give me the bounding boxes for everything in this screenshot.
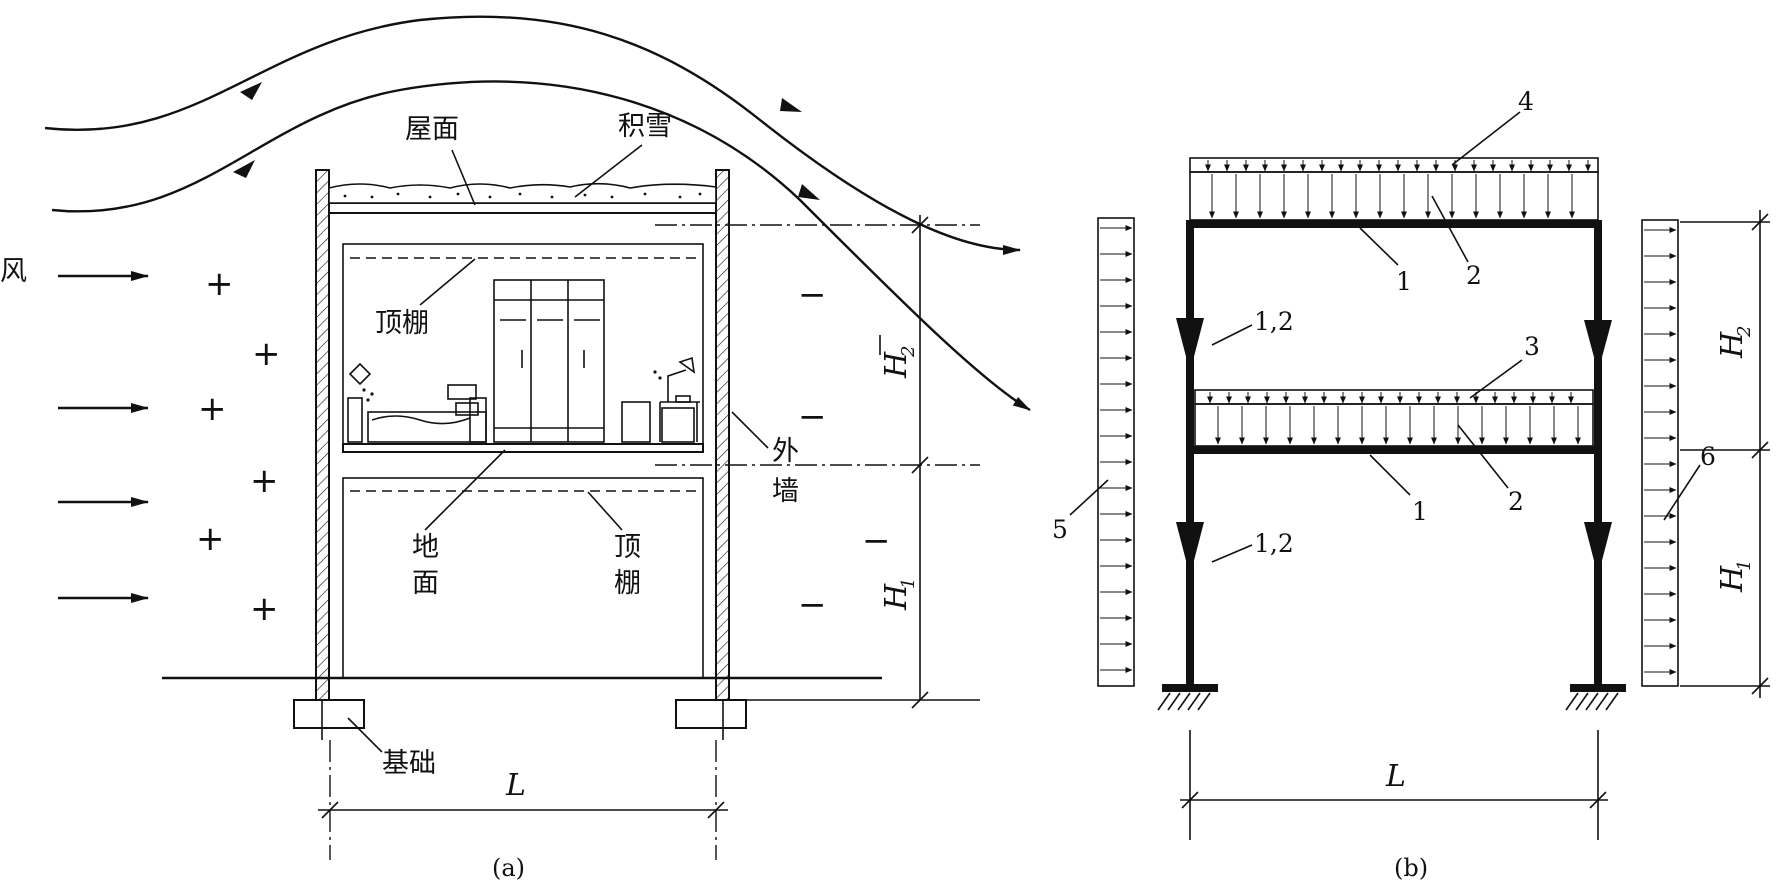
outer-wall-right bbox=[715, 169, 730, 701]
column-load-arrow bbox=[1176, 522, 1204, 576]
roof-label: 屋面 bbox=[405, 114, 459, 145]
roof-slab bbox=[328, 202, 717, 214]
lower-ceiling-label: 顶 棚 bbox=[614, 532, 641, 599]
pressure-plus: + bbox=[252, 334, 281, 374]
svg-text:H: H bbox=[879, 583, 914, 611]
callout-6: 6 bbox=[1700, 442, 1716, 471]
height-h2-label-b: H 2 bbox=[1715, 326, 1755, 359]
wind-streamline-upper bbox=[44, 15, 1021, 255]
desk bbox=[621, 356, 700, 443]
callout-2-mid: 2 bbox=[1508, 487, 1524, 516]
wind-load-arrows-left bbox=[1100, 225, 1133, 673]
callout-1-top: 1 bbox=[1396, 267, 1412, 296]
callout-5: 5 bbox=[1052, 515, 1068, 544]
svg-text:1: 1 bbox=[1734, 560, 1755, 571]
foundation-left bbox=[293, 699, 365, 729]
wind-load-arrows-right bbox=[1644, 227, 1677, 675]
foundation-label: 基础 bbox=[382, 748, 436, 779]
floor-slab bbox=[342, 443, 704, 453]
svg-text:2: 2 bbox=[1734, 326, 1755, 338]
roof-load-block-4 bbox=[1189, 157, 1599, 173]
foundation-right bbox=[675, 699, 747, 729]
wardrobe bbox=[493, 279, 605, 443]
floor-load-arrows-2 bbox=[1215, 406, 1581, 445]
callout-12-lower: 1,2 bbox=[1254, 529, 1294, 558]
pressure-minus: − bbox=[798, 275, 827, 315]
roof-load-block-2 bbox=[1189, 171, 1599, 221]
snow-dots bbox=[343, 192, 702, 199]
svg-text:H: H bbox=[879, 351, 914, 379]
svg-text:H: H bbox=[1715, 331, 1750, 359]
upper-room bbox=[342, 243, 704, 445]
roof-load-arrows-2 bbox=[1209, 174, 1575, 219]
svg-text:地: 地 bbox=[412, 532, 439, 563]
wind-curve-arrow bbox=[240, 82, 262, 100]
pressure-minus: − bbox=[798, 585, 827, 625]
span-label-b: L bbox=[1385, 759, 1406, 794]
pressure-minus: − bbox=[862, 521, 891, 561]
pressure-plus: + bbox=[205, 264, 234, 304]
column-load-arrow bbox=[1584, 320, 1612, 372]
svg-text:H: H bbox=[1715, 565, 1750, 593]
panel-b: H 2 H 1 L 4 1 2 1,2 3 1 2 1,2 5 6 bbox=[1052, 87, 1770, 882]
svg-text:棚: 棚 bbox=[614, 568, 641, 599]
tv-stand bbox=[447, 384, 479, 416]
wall-lamp bbox=[348, 362, 374, 402]
svg-text:2: 2 bbox=[898, 346, 919, 358]
column-load-arrow bbox=[1176, 318, 1204, 372]
callout-3: 3 bbox=[1524, 332, 1540, 361]
caption-b: (b) bbox=[1394, 854, 1428, 882]
svg-text:1: 1 bbox=[898, 578, 919, 589]
snow-layer bbox=[328, 182, 717, 204]
pressure-minus: − bbox=[798, 397, 827, 437]
callout-12-upper: 1,2 bbox=[1254, 307, 1294, 336]
wind-curve-arrow bbox=[233, 160, 255, 178]
outer-wall-label: 外 墙 bbox=[772, 436, 799, 507]
lower-room bbox=[342, 477, 704, 679]
wind-curve-arrow bbox=[780, 98, 802, 112]
outer-wall-left bbox=[315, 169, 330, 701]
fixed-support-left bbox=[1157, 684, 1218, 711]
roof-load-arrows-4 bbox=[1205, 160, 1591, 172]
span-label: L bbox=[505, 768, 526, 803]
floor-load-arrows-3 bbox=[1207, 392, 1574, 404]
upper-ceiling-label: 顶棚 bbox=[375, 308, 429, 339]
floor-load-block-2 bbox=[1194, 403, 1594, 447]
wind-streamline-lower bbox=[51, 80, 1031, 412]
wind-load-left-5 bbox=[1097, 217, 1135, 687]
svg-text:顶: 顶 bbox=[614, 532, 641, 563]
pressure-plus: + bbox=[196, 519, 225, 559]
callout-1-mid: 1 bbox=[1412, 497, 1428, 526]
panel-a: 风 + + + + + + − − − − bbox=[0, 15, 1031, 882]
height-h2-label: H 2 bbox=[879, 346, 919, 379]
callout-4: 4 bbox=[1518, 87, 1534, 116]
pressure-plus: + bbox=[250, 589, 279, 629]
callout-2-top: 2 bbox=[1466, 261, 1482, 290]
height-h1-label-b: H 1 bbox=[1715, 560, 1755, 593]
svg-text:外: 外 bbox=[772, 436, 799, 467]
pressure-plus: + bbox=[198, 389, 227, 429]
wind-curve-arrow bbox=[798, 184, 820, 200]
fixed-support-right bbox=[1565, 684, 1626, 711]
wind-load-right-6 bbox=[1641, 219, 1679, 687]
svg-text:墙: 墙 bbox=[772, 476, 799, 507]
wind-label: 风 bbox=[0, 256, 27, 287]
height-h1-label: H 1 bbox=[879, 578, 919, 611]
caption-a: (a) bbox=[492, 854, 525, 882]
snow-label: 积雪 bbox=[618, 111, 672, 142]
bed bbox=[347, 397, 487, 443]
pressure-plus: + bbox=[250, 461, 279, 501]
floor-label: 地 面 bbox=[412, 532, 439, 599]
svg-text:面: 面 bbox=[412, 568, 439, 599]
column-load-arrow bbox=[1584, 522, 1612, 576]
